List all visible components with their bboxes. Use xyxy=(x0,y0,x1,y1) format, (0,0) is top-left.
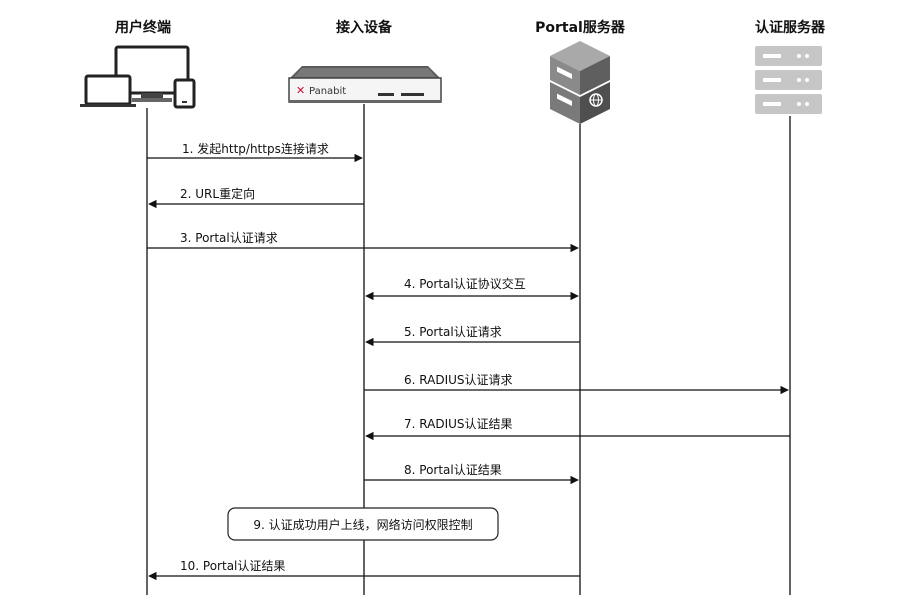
brand-name: Panabit xyxy=(309,86,346,97)
laptop-monitor-tablet-icon xyxy=(80,45,196,109)
message-label: 4. Portal认证协议交互 xyxy=(404,276,526,291)
message-1: 1. 发起http/https连接请求 xyxy=(147,141,363,163)
note-label: 9. 认证成功用户上线，网络访问权限控制 xyxy=(253,517,472,532)
server-rack-icon xyxy=(755,46,822,114)
actor-title-terminal: 用户终端 xyxy=(115,19,171,36)
message-label: 2. URL重定向 xyxy=(180,186,255,201)
message-5: 5. Portal认证请求 xyxy=(365,325,580,347)
actor-title-portal: Portal服务器 xyxy=(535,19,626,36)
note-step-9: 9. 认证成功用户上线，网络访问权限控制 xyxy=(227,507,499,541)
message-label: 3. Portal认证请求 xyxy=(180,231,278,245)
server-globe-icon xyxy=(550,41,610,124)
message-2: 2. URL重定向 xyxy=(148,186,364,209)
message-label: 5. Portal认证请求 xyxy=(404,325,502,339)
actor-title-auth: 认证服务器 xyxy=(755,19,826,36)
message-4: 4. Portal认证协议交互 xyxy=(365,276,579,301)
message-label: 8. Portal认证结果 xyxy=(404,463,502,477)
message-label: 7. RADIUS认证结果 xyxy=(404,417,513,431)
brand-mark-icon: ✕ xyxy=(296,84,305,97)
network-appliance-icon: ✕ Panabit xyxy=(288,66,442,103)
message-label: 6. RADIUS认证请求 xyxy=(404,373,513,387)
message-10: 10. Portal认证结果 xyxy=(148,559,580,581)
actor-title-access: 接入设备 xyxy=(336,19,393,36)
message-label: 1. 发起http/https连接请求 xyxy=(182,141,329,156)
message-label: 10. Portal认证结果 xyxy=(180,559,285,573)
message-8: 8. Portal认证结果 xyxy=(364,463,579,485)
message-3: 3. Portal认证请求 xyxy=(147,231,579,253)
message-7: 7. RADIUS认证结果 xyxy=(365,417,790,441)
message-6: 6. RADIUS认证请求 xyxy=(364,373,789,395)
